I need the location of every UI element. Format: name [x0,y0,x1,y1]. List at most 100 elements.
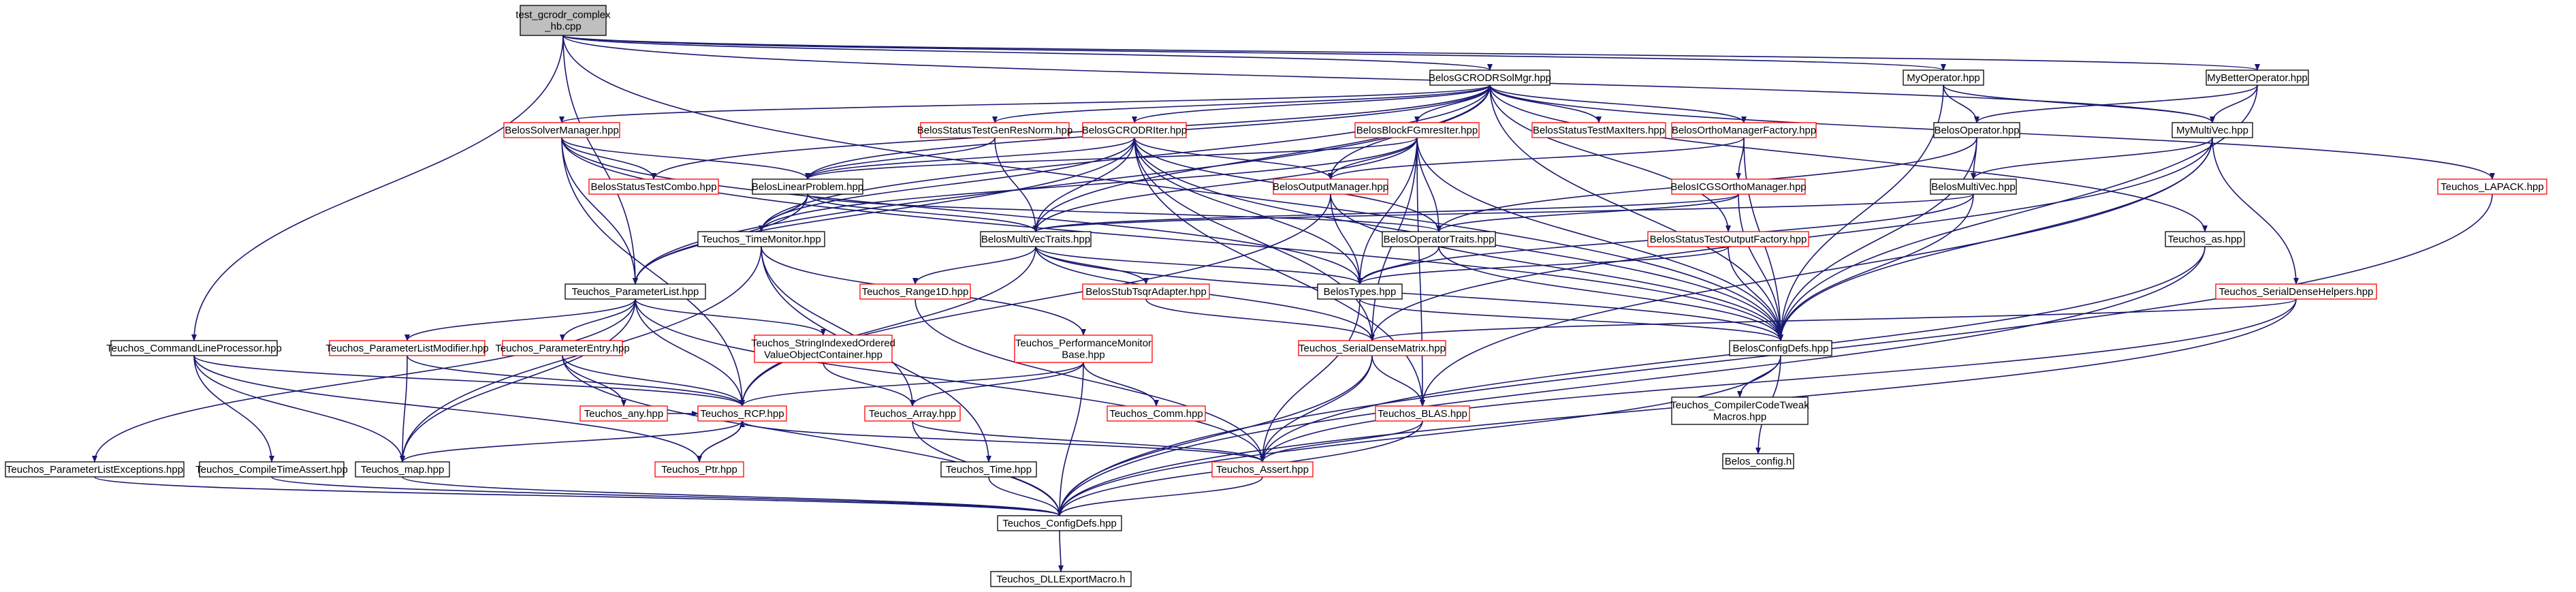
node-teuchos-comm[interactable]: Teuchos_Comm.hpp [1107,405,1206,422]
node-belos-gcrodriter[interactable]: BelosGCRODRIter.hpp [1082,122,1187,138]
node-box-belos-status-test-combo [588,178,719,195]
node-label: Teuchos_RCP.hpp [700,408,784,420]
node-belos-operator-traits[interactable]: BelosOperatorTraits.hpp [1382,231,1496,247]
edge-teuchos-parameter-list-to-teuchos-map [400,298,636,463]
node-belos-multi-vec-traits[interactable]: BelosMultiVecTraits.hpp [980,231,1092,247]
node-label: BelosMultiVecTraits.hpp [981,234,1090,245]
node-label: MyMultiVec.hpp [2176,125,2248,136]
edge-belos-icgsortho-manager-to-belos-operator-traits [1436,193,1739,232]
node-label: BelosStatusTestGenResNorm.hpp [917,125,1072,136]
node-teuchos-as[interactable]: Teuchos_as.hpp [2165,231,2245,247]
node-belos-linear-problem[interactable]: BelosLinearProblem.hpp [752,178,863,195]
node-belos-block-fgmres-iter[interactable]: BelosBlockFGmresIter.hpp [1354,122,1480,138]
node-teuchos-time[interactable]: Teuchos_Time.hpp [940,461,1037,478]
node-belos-types[interactable]: BelosTypes.hpp [1317,283,1403,300]
node-label: Teuchos_as.hpp [2167,234,2242,245]
node-teuchos-map[interactable]: Teuchos_map.hpp [355,461,450,478]
node-my-multi-vec[interactable]: MyMultiVec.hpp [2172,122,2253,138]
node-label: MyBetterOperator.hpp [2207,72,2308,84]
edge-teuchos-parameter-list-to-teuchos-string-indexed [635,298,826,336]
node-label: BelosMultiVec.hpp [1931,181,2015,193]
edge-belos-operator-to-belos-config-defs [1778,137,1977,341]
node-belos-config-defs[interactable]: BelosConfigDefs.hpp [1729,340,1832,356]
edge-teuchos-compile-time-assert-to-teuchos-config-defs [271,476,1062,516]
node-teuchos-array[interactable]: Teuchos_Array.hpp [864,405,961,422]
node-teuchos-rcp[interactable]: Teuchos_RCP.hpp [697,405,787,422]
node-teuchos-config-defs[interactable]: Teuchos_ConfigDefs.hpp [997,515,1122,531]
edge-teuchos-parameter-list-to-teuchos-parameter-list-exceptions [92,298,636,463]
edge-belos-multi-vec-to-belos-config-defs [1778,193,1974,341]
node-box-belos-linear-problem [752,178,863,195]
node-teuchos-compile-time-assert[interactable]: Teuchos_CompileTimeAssert.hpp [195,461,348,478]
node-label: _hb.cpp [544,21,581,33]
node-box-teuchos-time [940,461,1037,478]
node-root[interactable]: test_gcrodr_complex_hb.cpp [515,5,611,36]
node-label: BelosBlockFGmresIter.hpp [1356,125,1478,136]
node-teuchos-lapack[interactable]: Teuchos_LAPACK.hpp [2437,178,2547,195]
node-teuchos-string-indexed[interactable]: Teuchos_StringIndexedOrderedValueObjectC… [751,334,895,363]
node-belos-status-test-gen-res-norm[interactable]: BelosStatusTestGenResNorm.hpp [917,122,1072,138]
edge-belos-output-manager-to-belos-types [1330,193,1363,285]
node-box-teuchos-serial-dense-matrix [1298,340,1446,356]
node-my-operator[interactable]: MyOperator.hpp [1903,69,1984,86]
node-label: Teuchos_ParameterListExceptions.hpp [6,464,183,476]
edge-teuchos-parameter-list-to-teuchos-assert [635,298,1265,463]
node-belos-gcrodrsol-mgr[interactable]: BelosGCRODRSolMgr.hpp [1429,69,1551,86]
node-label: Belos_config.h [1725,456,1792,467]
node-label: MyOperator.hpp [1907,72,1980,84]
node-teuchos-range1d[interactable]: Teuchos_Range1D.hpp [859,283,971,300]
node-label: BelosOperator.hpp [1934,125,2019,136]
node-belos-icgsortho-manager[interactable]: BelosICGSOrthoManager.hpp [1670,178,1807,195]
node-belos-status-test-combo[interactable]: BelosStatusTestCombo.hpp [588,178,719,195]
node-belos-output-manager[interactable]: BelosOutputManager.hpp [1273,178,1388,195]
node-teuchos-command-line-processor[interactable]: Teuchos_CommandLineProcessor.hpp [106,340,282,356]
edge-teuchos-ptr-to-teuchos-rcp [699,420,745,463]
edge-teuchos-parameter-list-modifier-to-teuchos-map [400,355,408,463]
node-my-better-operator[interactable]: MyBetterOperator.hpp [2206,69,2309,86]
node-belos-status-test-max-iters[interactable]: BelosStatusTestMaxIters.hpp [1531,122,1666,138]
node-label: ValueObjectContainer.hpp [764,349,882,361]
node-teuchos-time-monitor[interactable]: Teuchos_TimeMonitor.hpp [697,231,825,247]
edge-belos-operator-traits-to-belos-types [1357,246,1440,285]
node-teuchos-parameter-list-exceptions[interactable]: Teuchos_ParameterListExceptions.hpp [5,461,185,478]
edge-belos-config-defs-to-teuchos-compiler-code-tweak [1737,355,1781,398]
node-teuchos-dllexport-macro[interactable]: Teuchos_DLLExportMacro.h [990,571,1132,587]
node-teuchos-assert[interactable]: Teuchos_Assert.hpp [1211,461,1314,478]
node-belos-solver-manager[interactable]: BelosSolverManager.hpp [503,122,620,138]
node-teuchos-blas[interactable]: Teuchos_BLAS.hpp [1375,405,1470,422]
node-teuchos-parameter-list[interactable]: Teuchos_ParameterList.hpp [565,283,706,300]
node-box-belos-config-defs [1729,340,1832,356]
node-teuchos-parameter-list-modifier[interactable]: Teuchos_ParameterListModifier.hpp [325,340,489,356]
node-belos-operator[interactable]: BelosOperator.hpp [1933,122,2020,138]
node-box-teuchos-string-indexed [754,334,893,363]
node-box-teuchos-performance-monitor [1014,334,1153,363]
edge-teuchos-parameter-list-exceptions-to-teuchos-config-defs [94,476,1062,516]
edge-belos-block-fgmres-iter-to-belos-types [1357,137,1418,285]
node-label: Teuchos_ParameterListModifier.hpp [325,343,488,354]
node-label: Teuchos_PerformanceMonitor [1015,338,1151,349]
edge-teuchos-command-line-processor-to-teuchos-ptr [193,355,702,463]
node-teuchos-serial-dense-matrix[interactable]: Teuchos_SerialDenseMatrix.hpp [1298,340,1446,356]
node-belos-ortho-manager-factory[interactable]: BelosOrthoManagerFactory.hpp [1671,122,1817,138]
edge-my-operator-to-belos-operator [1943,84,1979,123]
node-label: BelosOperatorTraits.hpp [1384,234,1495,245]
edge-teuchos-serial-dense-matrix-to-teuchos-assert [1260,355,1373,463]
node-teuchos-serial-dense-helpers[interactable]: Teuchos_SerialDenseHelpers.hpp [2215,283,2377,300]
node-label: Macros.hpp [1713,411,1766,423]
node-belos-multi-vec[interactable]: BelosMultiVec.hpp [1930,178,2017,195]
node-belos-status-test-output-factory[interactable]: BelosStatusTestOutputFactory.hpp [1647,231,1809,247]
node-teuchos-any[interactable]: Teuchos_any.hpp [579,405,668,422]
node-label: Teuchos_CompileTimeAssert.hpp [195,464,348,476]
edge-teuchos-array-to-teuchos-assert [912,420,1265,463]
node-label: BelosSolverManager.hpp [505,125,619,136]
node-teuchos-parameter-entry[interactable]: Teuchos_ParameterEntry.hpp [495,340,630,356]
edge-belos-multi-vec-traits-to-teuchos-rcp [740,246,1036,407]
node-teuchos-ptr[interactable]: Teuchos_Ptr.hpp [654,461,744,478]
edge-belos-gcrodrsol-mgr-to-belos-gcrodriter [1132,84,1491,123]
node-box-teuchos-blas [1375,405,1470,422]
node-belos-stub-tsqr-adapter[interactable]: BelosStubTsqrAdapter.hpp [1082,283,1210,300]
edge-teuchos-range1d-to-teuchos-assert [915,298,1265,463]
